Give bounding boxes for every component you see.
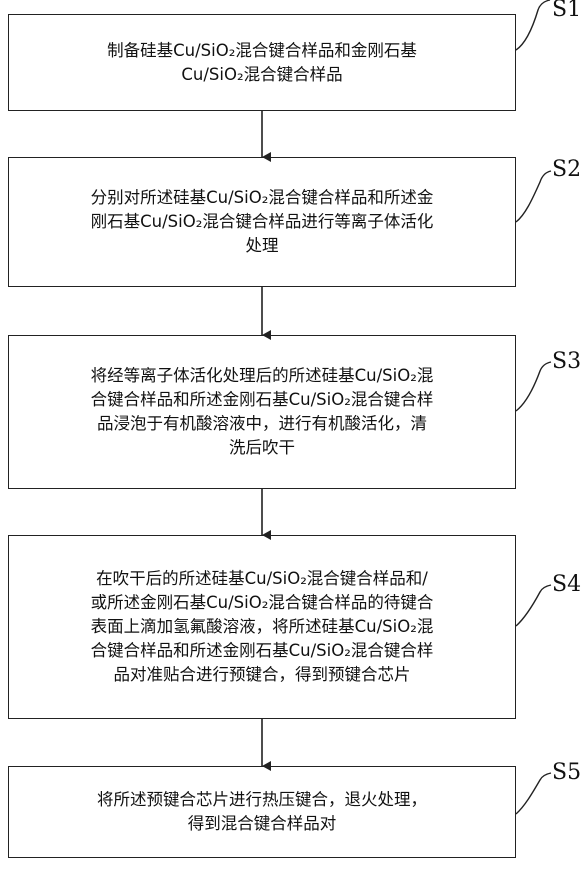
- step-line: 合键合样品和所述金刚石基Cu/SiO₂混合键合样: [90, 640, 434, 660]
- step-line: Cu/SiO₂混合键合样品: [181, 64, 343, 84]
- step-line: 制备硅基Cu/SiO₂混合键合样品和金刚石基: [107, 40, 417, 60]
- step-box-s5: 将所述预键合芯片进行热压键合，退火处理， 得到混合键合样品对: [8, 766, 516, 858]
- leader-s1: [515, 0, 551, 51]
- step-line: 品浸泡于有机酸溶液中，进行有机酸活化，清: [96, 414, 427, 433]
- leader-s5: [515, 772, 552, 815]
- step-line: 品对准贴合进行预键合，得到预键合芯片: [113, 664, 411, 684]
- step-box-s3: 将经等离子体活化处理后的所述硅基Cu/SiO₂混 合键合样品和所述金刚石基Cu/…: [8, 335, 516, 489]
- step-box-s2: 分别对所述硅基Cu/SiO₂混合键合样品和所述金 刚石基Cu/SiO₂混合键合样…: [8, 157, 516, 287]
- step-line: 在吹干后的所述硅基Cu/SiO₂混合键合样品和/: [96, 569, 428, 589]
- step-label-s1: S1: [552, 0, 582, 22]
- step-line: 合键合样品和所述金刚石基Cu/SiO₂混合键合样: [90, 390, 434, 410]
- step-line: 或所述金刚石基Cu/SiO₂混合键合样品的待键合: [90, 593, 434, 613]
- step-text-s2: 分别对所述硅基Cu/SiO₂混合键合样品和所述金 刚石基Cu/SiO₂混合键合样…: [91, 186, 434, 258]
- step-text-s3: 将经等离子体活化处理后的所述硅基Cu/SiO₂混 合键合样品和所述金刚石基Cu/…: [91, 364, 434, 460]
- step-label-s5: S5: [552, 760, 582, 785]
- step-line: 得到混合键合样品对: [187, 814, 337, 833]
- leader-s2: [515, 170, 552, 223]
- leader-s4: [515, 584, 552, 627]
- step-line: 将经等离子体活化处理后的所述硅基Cu/SiO₂混: [90, 366, 434, 386]
- step-text-s5: 将所述预键合芯片进行热压键合，退火处理， 得到混合键合样品对: [97, 788, 427, 836]
- step-label-s2: S2: [552, 157, 582, 182]
- step-box-s4: 在吹干后的所述硅基Cu/SiO₂混合键合样品和/ 或所述金刚石基Cu/SiO₂混…: [8, 535, 516, 719]
- step-line: 分别对所述硅基Cu/SiO₂混合键合样品和所述金: [90, 188, 434, 208]
- step-line: 洗后吹干: [228, 437, 295, 457]
- step-line: 处理: [245, 235, 279, 255]
- step-line: 将所述预键合芯片进行热压键合，退火处理，: [97, 790, 427, 810]
- step-label-s4: S4: [552, 572, 582, 597]
- step-text-s1: 制备硅基Cu/SiO₂混合键合样品和金刚石基 Cu/SiO₂混合键合样品: [107, 39, 417, 87]
- step-label-s3: S3: [552, 349, 582, 374]
- leader-s3: [515, 361, 552, 412]
- step-line: 表面上滴加氢氟酸溶液，将所述硅基Cu/SiO₂混: [90, 617, 434, 637]
- step-line: 刚石基Cu/SiO₂混合键合样品进行等离子体活化: [90, 212, 434, 232]
- step-box-s1: 制备硅基Cu/SiO₂混合键合样品和金刚石基 Cu/SiO₂混合键合样品: [8, 14, 516, 111]
- step-text-s4: 在吹干后的所述硅基Cu/SiO₂混合键合样品和/ 或所述金刚石基Cu/SiO₂混…: [91, 567, 434, 687]
